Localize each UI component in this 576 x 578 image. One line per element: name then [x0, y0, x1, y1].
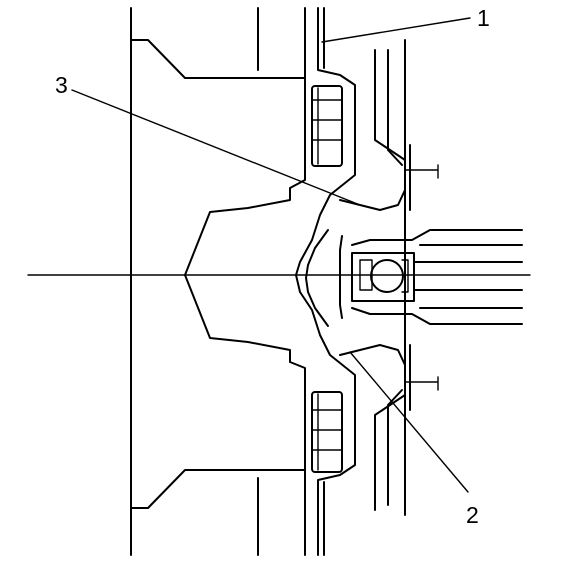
callout-3: 3 — [55, 72, 68, 98]
leader-line-1 — [321, 17, 471, 43]
bolt-lower-detail — [311, 393, 343, 471]
bearing-ball — [370, 259, 404, 293]
clutch-disc — [339, 49, 406, 211]
hub-curve — [305, 229, 329, 327]
stud-lower — [404, 376, 439, 391]
flywheel-profile-upper — [130, 39, 306, 276]
flywheel-profile-lower — [130, 274, 306, 509]
bolt-upper-detail — [311, 87, 343, 165]
callout-1: 1 — [477, 5, 490, 31]
leader-line-2 — [349, 351, 469, 493]
bolt-lower — [311, 391, 343, 473]
release-fork-lower — [351, 307, 523, 325]
bolt-upper — [311, 85, 343, 167]
callout-2: 2 — [466, 502, 479, 528]
stud-upper — [404, 164, 439, 179]
release-fork-upper — [351, 229, 523, 246]
diaphragm-spring-lower — [387, 389, 403, 506]
hub-inner — [339, 235, 343, 319]
diaphragm-spring-upper — [387, 49, 403, 166]
leader-line-3 — [71, 89, 361, 206]
bearing-race — [359, 259, 409, 293]
release-bearing — [351, 252, 415, 302]
